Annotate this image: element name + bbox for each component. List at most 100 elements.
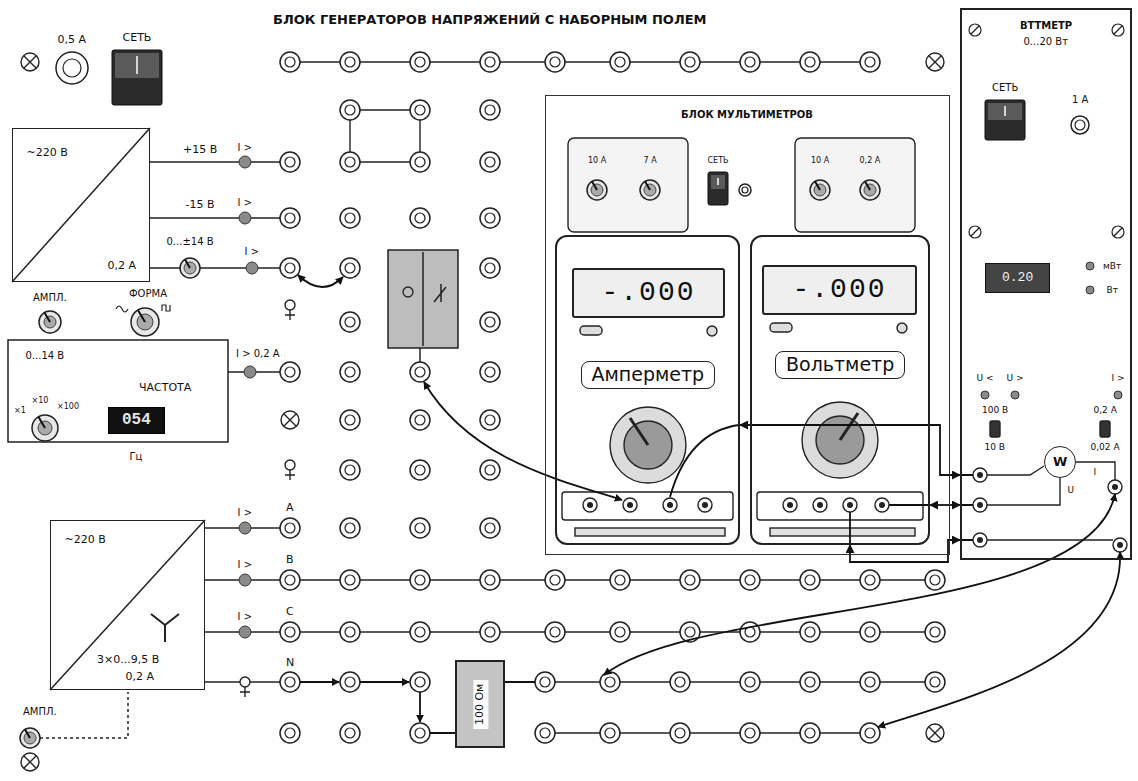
panel-label: 0...14 В [26, 350, 65, 362]
socket [480, 258, 500, 278]
wattmeter-symbol: W [1044, 446, 1076, 478]
socket [800, 622, 820, 642]
socket-hole [805, 677, 815, 687]
socket-hole [345, 627, 355, 637]
ground-symbol [285, 470, 295, 480]
socket [340, 208, 360, 228]
socket [740, 672, 760, 692]
terminal-jack [783, 498, 797, 512]
patch-wire [670, 425, 739, 497]
knob-pointer [592, 181, 597, 190]
socket [480, 460, 500, 480]
node-text: ~220 В [27, 147, 68, 160]
socket-hole [415, 57, 425, 67]
socket [800, 52, 820, 72]
panel-label: I > [1112, 373, 1125, 383]
terminal-jack [1117, 542, 1123, 548]
panel-label: 10 A [811, 156, 829, 165]
socket-hole [615, 575, 625, 585]
socket-hole [285, 367, 295, 377]
multimeter-drawing [770, 323, 792, 332]
knob-pointer [815, 181, 820, 190]
wattmeter-drawing [1100, 421, 1110, 437]
socket [545, 52, 565, 72]
panel-label: U > [1007, 373, 1024, 383]
panel-label: +15 В [183, 144, 217, 157]
power-switch-mark [136, 56, 138, 74]
panel-label: -15 В [186, 199, 215, 212]
socket-hole [345, 415, 355, 425]
socket-hole [685, 575, 695, 585]
socket [670, 723, 690, 743]
terminal-jack [583, 498, 597, 512]
socket [800, 570, 820, 590]
panel-label: 10 A [588, 156, 606, 165]
panel-screw [1114, 26, 1122, 34]
socket-hole [485, 465, 495, 475]
power-switch [988, 103, 1022, 120]
socket-hole [605, 728, 615, 738]
three-phase-supply-box: ~220 В3×0...9,5 В0,2 А [50, 520, 205, 690]
switch-module [422, 252, 424, 346]
wire-connector [930, 504, 960, 506]
socket [610, 622, 630, 642]
socket [340, 152, 360, 172]
socket-hole [615, 57, 625, 67]
panel-label: B [286, 554, 294, 567]
socket-hole [285, 728, 295, 738]
cross-terminal [24, 56, 36, 68]
terminal-jack [977, 502, 983, 508]
cross-terminal [929, 56, 941, 68]
socket [410, 362, 430, 382]
switch-module [419, 348, 421, 362]
panel-label: U < [977, 373, 994, 383]
panel-screw [1114, 228, 1122, 236]
function-generator-drawing [8, 305, 280, 442]
socket [860, 723, 880, 743]
socket-hole [415, 415, 425, 425]
power-switch [115, 53, 159, 78]
multimeter-drawing [630, 418, 648, 445]
patch-wire [424, 382, 622, 500]
panel-label: I > [238, 611, 253, 623]
node-text: БЛОК МУЛЬТИМЕТРОВ [681, 109, 813, 121]
control-knob [860, 180, 880, 200]
indicator-led [239, 156, 251, 168]
cross-terminal [21, 753, 39, 771]
socket [610, 52, 630, 72]
socket [340, 622, 360, 642]
power-switch [985, 100, 1025, 140]
terminal-jack [623, 498, 637, 512]
multimeter-drawing [840, 413, 858, 440]
control-knob [32, 415, 58, 441]
node-text: 0,2 А [126, 671, 155, 684]
meter-display: -.000 [762, 265, 917, 315]
socket-hole [415, 367, 425, 377]
panel-label: ФОРМА [129, 288, 167, 300]
socket-hole [285, 677, 295, 687]
control-knob [587, 180, 607, 200]
multimeter-drawing [770, 528, 915, 536]
multimeter-drawing [562, 492, 733, 520]
three-phase-drawing [205, 528, 280, 682]
patch-wire [889, 504, 929, 506]
socket [410, 723, 430, 743]
socket [670, 672, 690, 692]
terminal-jack [1108, 480, 1122, 494]
power-switch [708, 172, 728, 205]
socket [600, 723, 620, 743]
panel-label: N [286, 657, 294, 670]
indicator-led [239, 574, 251, 586]
control-knob [640, 180, 660, 200]
socket-hole [745, 728, 755, 738]
panel-label: 0,5 А [58, 34, 87, 47]
socket [340, 570, 360, 590]
panel-label: A [286, 502, 294, 515]
socket-hole [865, 627, 875, 637]
socket [410, 460, 430, 480]
wattmeter-display: 0.20 [985, 263, 1050, 293]
socket [410, 410, 430, 430]
fuse-holder [739, 184, 751, 196]
cross-terminal [929, 727, 941, 739]
socket-hole [415, 213, 425, 223]
